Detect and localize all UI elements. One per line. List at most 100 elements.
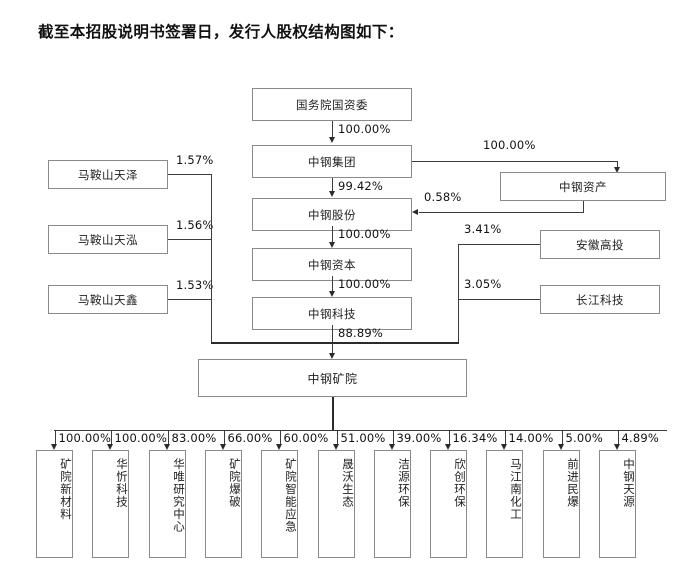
arrowhead-subsidiary <box>220 444 226 450</box>
node-subsidiary: 马江南化工 <box>486 450 523 558</box>
pct-subsidiary-stake: 14.00% <box>508 431 554 445</box>
connector-mining-distribution-stem <box>332 397 334 430</box>
node-subsidiary: 中钢天源 <box>599 450 636 558</box>
connector-capital-tech <box>332 276 333 291</box>
connector-tianhong-bus <box>168 239 211 240</box>
arrowhead-sasac-group <box>328 137 335 143</box>
node-maanshan-tianhong: 马鞍山天泓 <box>48 225 168 254</box>
node-maanshan-tianze-label: 马鞍山天泽 <box>78 167 138 182</box>
connector-subsidiary-drop <box>504 430 506 444</box>
pct-subsidiary-stake: 39.00% <box>396 431 442 445</box>
node-shares: 中钢股份 <box>252 198 412 231</box>
node-mining-institute-label: 中钢矿院 <box>307 371 358 386</box>
arrowhead-subsidiary <box>389 444 395 450</box>
arrowhead-group-shares <box>328 191 335 197</box>
arrowhead-subsidiary <box>445 444 451 450</box>
connector-changjiang-bus <box>458 299 540 300</box>
pct-subsidiary-stake: 5.00% <box>565 431 604 445</box>
pct-anhui-to-mining: 3.41% <box>464 222 502 236</box>
node-subsidiary-label: 马江南化工 <box>509 458 523 521</box>
arrowhead-shares-capital <box>328 242 335 248</box>
pct-assets-to-shares: 0.58% <box>424 190 462 204</box>
node-subsidiary-label: 矿院新材料 <box>59 458 73 521</box>
connector-right-bus-h <box>332 342 459 344</box>
connector-shares-capital <box>332 226 333 242</box>
connector-distribution-bar <box>54 430 667 431</box>
arrowhead-assets-shares <box>412 208 418 215</box>
pct-tianhong-to-mining: 1.56% <box>176 218 214 232</box>
connector-tianxin-bus <box>168 299 211 300</box>
node-maanshan-tianxin: 马鞍山天鑫 <box>48 285 168 314</box>
connector-subsidiary-drop <box>448 430 450 444</box>
node-group-label: 中钢集团 <box>308 154 356 169</box>
node-sasac-label: 国务院国资委 <box>296 97 368 112</box>
connector-assets-shares-h <box>419 212 584 213</box>
node-subsidiary: 晟沃生态 <box>318 450 355 558</box>
pct-changjiang-to-mining: 3.05% <box>464 277 502 291</box>
connector-subsidiary-drop <box>617 430 619 444</box>
connector-sasac-group <box>332 121 333 137</box>
node-subsidiary-label: 晟沃生态 <box>341 458 355 508</box>
pct-subsidiary-stake: 4.89% <box>621 431 660 445</box>
connector-tianze-bus <box>168 174 211 175</box>
pct-subsidiary-stake: 100.00% <box>58 431 112 445</box>
arrowhead-subsidiary <box>51 444 57 450</box>
arrowhead-subsidiary <box>276 444 282 450</box>
node-changjiang-tech-label: 长江科技 <box>576 292 624 307</box>
node-subsidiary-label: 欣创环保 <box>453 458 467 508</box>
page-title: 截至本招股说明书签署日，发行人股权结构图如下： <box>38 23 404 41</box>
arrowhead-subsidiary <box>333 444 339 450</box>
arrowhead-subsidiary <box>501 444 507 450</box>
node-maanshan-tianhong-label: 马鞍山天泓 <box>78 232 138 247</box>
connector-group-shares <box>332 178 333 191</box>
node-subsidiary-label: 华唯研究中心 <box>172 458 186 533</box>
node-subsidiary: 前进民爆 <box>543 450 580 558</box>
node-subsidiary: 矿院智能应急 <box>261 450 298 558</box>
node-subsidiary-label: 中钢天源 <box>622 458 636 508</box>
pct-group-to-assets: 100.00% <box>483 138 536 152</box>
connector-left-bus-v <box>211 174 212 343</box>
node-maanshan-tianze: 马鞍山天泽 <box>48 160 168 189</box>
pct-subsidiary-stake: 100.00% <box>114 431 168 445</box>
pct-tianxin-to-mining: 1.53% <box>176 278 214 292</box>
connector-group-assets-v <box>617 161 618 171</box>
node-subsidiary: 欣创环保 <box>430 450 467 558</box>
node-subsidiary: 华唯研究中心 <box>149 450 186 558</box>
node-subsidiary: 矿院新材料 <box>36 450 73 558</box>
node-group: 中钢集团 <box>252 145 412 178</box>
node-shares-label: 中钢股份 <box>308 207 356 222</box>
connector-subsidiary-drop <box>279 430 281 444</box>
node-tech-label: 中钢科技 <box>308 306 356 321</box>
pct-subsidiary-stake: 51.00% <box>340 431 386 445</box>
connector-group-assets-h <box>412 161 618 162</box>
node-mining-institute: 中钢矿院 <box>198 359 467 397</box>
node-subsidiary-label: 矿院智能应急 <box>284 458 298 533</box>
arrowhead-capital-tech <box>328 291 335 297</box>
arrowhead-subsidiary <box>614 444 620 450</box>
node-subsidiary-label: 矿院爆破 <box>228 458 242 508</box>
pct-tianze-to-mining: 1.57% <box>176 153 214 167</box>
pct-tech-to-mining: 88.89% <box>338 326 384 340</box>
pct-shares-to-capital: 100.00% <box>338 227 391 241</box>
node-subsidiary: 矿院爆破 <box>205 450 242 558</box>
node-anhui-gaotou-label: 安徽高投 <box>576 237 624 252</box>
node-maanshan-tianxin-label: 马鞍山天鑫 <box>78 292 138 307</box>
connector-subsidiary-drop <box>54 430 56 444</box>
node-subsidiary-label: 前进民爆 <box>566 458 580 508</box>
node-assets: 中钢资产 <box>500 172 666 201</box>
connector-tech-mining <box>332 325 333 353</box>
pct-subsidiary-stake: 66.00% <box>227 431 273 445</box>
pct-capital-to-tech: 100.00% <box>338 277 391 291</box>
arrowhead-subsidiary <box>164 444 170 450</box>
pct-group-to-shares: 99.42% <box>338 179 384 193</box>
connector-subsidiary-drop <box>336 430 338 444</box>
connector-anhui-bus <box>458 244 540 245</box>
node-subsidiary-label: 华忻科技 <box>115 458 129 508</box>
connector-subsidiary-drop <box>392 430 394 444</box>
connector-left-bus-h <box>211 342 333 344</box>
connector-subsidiary-drop <box>561 430 563 444</box>
connector-assets-shares-v <box>583 201 584 212</box>
node-assets-label: 中钢资产 <box>559 179 607 194</box>
pct-sasac-to-group: 100.00% <box>338 122 391 136</box>
